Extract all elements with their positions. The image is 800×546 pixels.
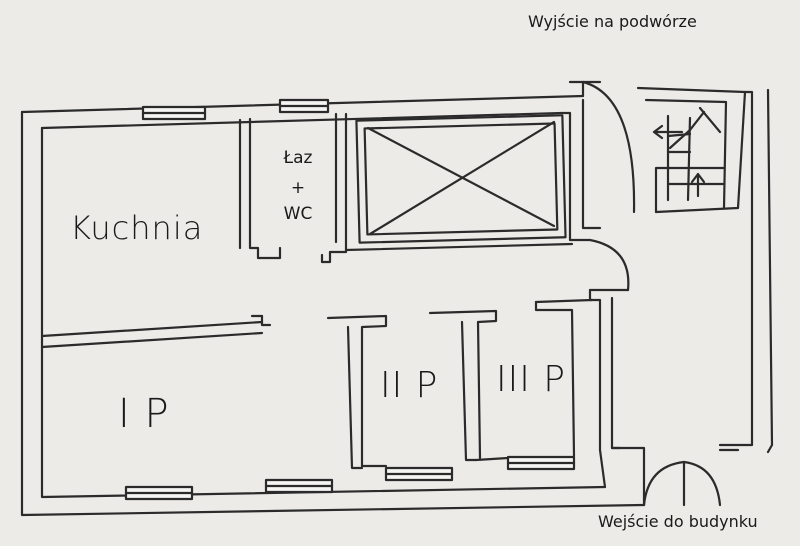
bathroom-walls	[238, 112, 348, 264]
room-1-label: I P	[118, 391, 170, 437]
room-3-label: III P	[496, 359, 567, 400]
bottom-windows	[124, 455, 576, 501]
door-arc-icon	[581, 80, 722, 507]
hall-walls	[560, 88, 774, 507]
room-partitions	[326, 298, 594, 470]
stairs-arrow-icon	[652, 124, 706, 198]
outer-wall	[20, 80, 646, 517]
bathroom-label-line1: Łaz	[283, 148, 313, 168]
bathroom-label-line2: +	[290, 178, 306, 198]
bathroom-label-line3: WC	[283, 204, 313, 224]
room-2-label: II P	[380, 365, 439, 406]
shaft	[344, 114, 574, 252]
kitchen-label: Kuchnia	[70, 209, 204, 247]
entrance-label: Wejście do budynku	[598, 512, 758, 531]
top-windows	[141, 98, 330, 121]
stairs	[636, 86, 747, 214]
kitchen-divider	[40, 314, 272, 349]
exit-yard-label: Wyjście na podwórze	[528, 12, 697, 31]
